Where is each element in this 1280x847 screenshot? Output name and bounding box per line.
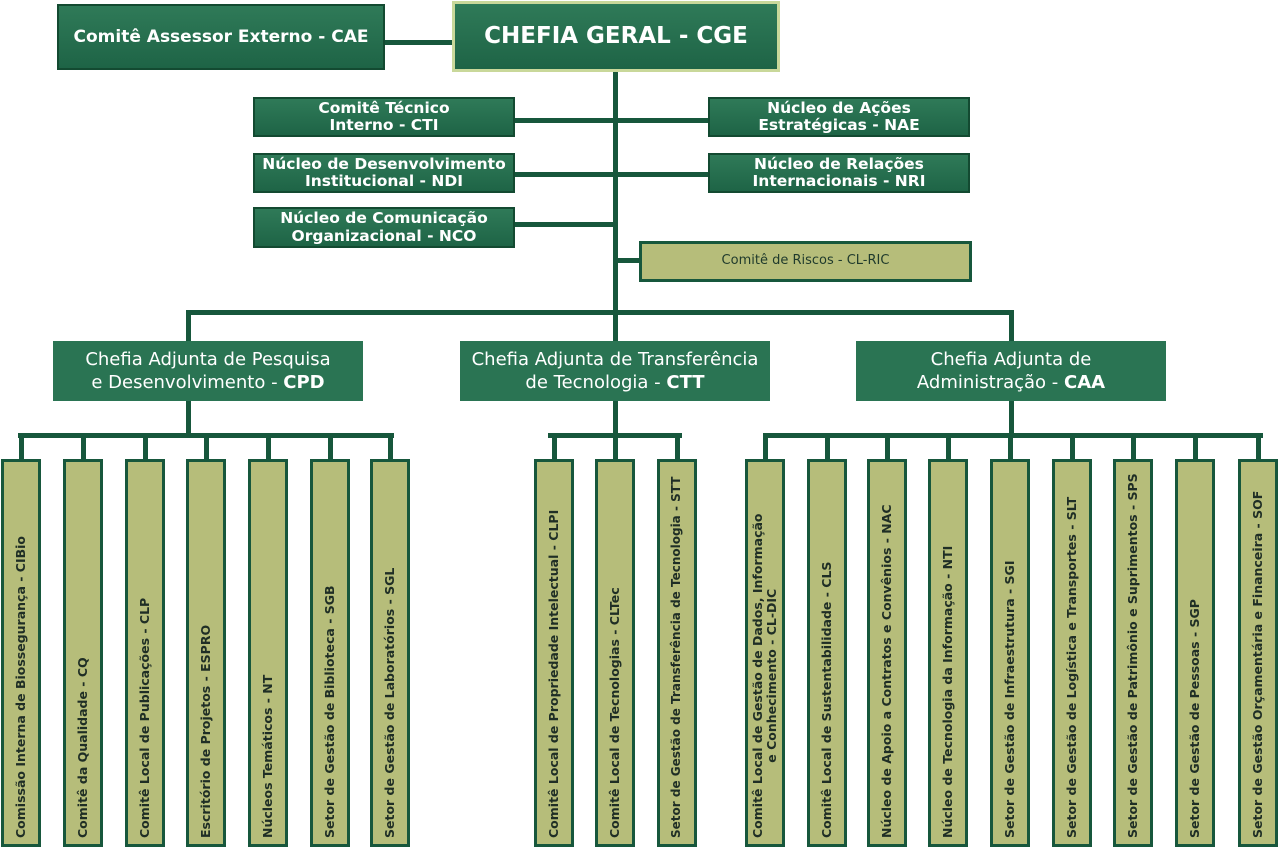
caa-label: Chefia Adjunta de Administração - CAA: [916, 348, 1106, 393]
connector-line: [514, 222, 616, 227]
connector-line: [186, 310, 1014, 315]
connector-line: [613, 70, 618, 315]
unit-box: Comitê Local de Tecnologias - CLTec: [595, 459, 635, 847]
connector-line: [1070, 435, 1075, 463]
unit-box: Comissão Interna de Biossegurança - CIBi…: [1, 459, 41, 847]
connector-line: [1008, 435, 1013, 463]
connector-line: [946, 435, 951, 463]
nae-box: Núcleo de Ações Estratégicas - NAE: [708, 97, 970, 137]
connector-line: [616, 258, 642, 263]
connector-line: [388, 435, 393, 463]
connector-line: [613, 310, 618, 345]
ctt-label: Chefia Adjunta de Transferência de Tecno…: [471, 348, 759, 393]
connector-line: [328, 435, 333, 463]
unit-label: Setor de Gestão de Laboratórios - SGL: [382, 567, 397, 838]
unit-box: Setor de Gestão de Laboratórios - SGL: [370, 459, 410, 847]
connector-line: [885, 435, 890, 463]
unit-label: Setor de Gestão Orçamentária e Financeir…: [1250, 490, 1265, 838]
unit-box: Setor de Gestão Orçamentária e Financeir…: [1238, 459, 1278, 847]
unit-box: Comitê Local de Sustentabilidade - CLS: [807, 459, 847, 847]
unit-label: Núcleo de Apoio a Contratos e Convênios …: [879, 504, 894, 838]
unit-label: Setor de Gestão de Transferência de Tecn…: [669, 476, 683, 838]
nco-box: Núcleo de Comunicação Organizacional - N…: [253, 207, 515, 248]
unit-label: Comitê Local de Tecnologias - CLTec: [607, 587, 622, 838]
unit-box: Setor de Gestão de Biblioteca - SGB: [310, 459, 350, 847]
unit-label: Setor de Gestão de Patrimônio e Suprimen…: [1125, 473, 1140, 838]
connector-line: [1131, 435, 1136, 463]
connector-line: [1009, 310, 1014, 345]
unit-label: Comitê Local de Sustentabilidade - CLS: [819, 561, 834, 838]
unit-label: Comitê Local de Gestão de Dados, Informa…: [749, 513, 779, 838]
connector-line: [613, 400, 618, 436]
unit-label: Setor de Gestão de Logística e Transport…: [1064, 496, 1079, 838]
clric-box: Comitê de Riscos - CL-RIC: [639, 241, 972, 282]
unit-box: Comitê Local de Propriedade Intelectual …: [534, 459, 574, 847]
unit-label: Comitê Local de Publicações - CLP: [137, 597, 152, 838]
unit-box: Setor de Gestão de Infraestrutura - SGI: [990, 459, 1030, 847]
connector-line: [143, 435, 148, 463]
connector-line: [81, 435, 86, 463]
connector-line: [1009, 400, 1014, 436]
unit-box: Setor de Gestão de Transferência de Tecn…: [657, 459, 697, 847]
ctt-box: Chefia Adjunta de Transferência de Tecno…: [460, 341, 770, 401]
unit-box: Setor de Gestão de Patrimônio e Suprimen…: [1113, 459, 1153, 847]
unit-label: Setor de Gestão de Pessoas - SGP: [1187, 599, 1202, 838]
unit-box: Escritório de Projetos - ESPRO: [186, 459, 226, 847]
ndi-box: Núcleo de Desenvolvimento Institucional …: [253, 153, 515, 193]
unit-label: Setor de Gestão de Biblioteca - SGB: [322, 585, 337, 838]
unit-box: Núcleo de Apoio a Contratos e Convênios …: [867, 459, 907, 847]
unit-box: Núcleo de Tecnologia da Informação - NTI: [928, 459, 968, 847]
connector-line: [1256, 435, 1261, 463]
unit-box: Núcleos Temáticos - NT: [248, 459, 288, 847]
connector-line: [552, 435, 557, 463]
connector-line: [763, 433, 1263, 438]
connector-line: [825, 435, 830, 463]
connector-line: [613, 435, 618, 463]
cti-box: Comitê Técnico Interno - CTI: [253, 97, 515, 137]
unit-box: Comitê Local de Publicações - CLP: [125, 459, 165, 847]
connector-line: [383, 40, 455, 45]
connector-line: [204, 435, 209, 463]
connector-line: [19, 435, 24, 463]
connector-line: [763, 435, 768, 463]
unit-label: Comissão Interna de Biossegurança - CIBi…: [13, 535, 28, 838]
connector-line: [514, 118, 710, 123]
connector-line: [1193, 435, 1198, 463]
unit-label: Núcleos Temáticos - NT: [260, 674, 275, 838]
unit-label: Comitê Local de Propriedade Intelectual …: [546, 509, 561, 838]
unit-box: Comitê da Qualidade - CQ: [63, 459, 103, 847]
chefia-geral-box: CHEFIA GERAL - CGE: [452, 1, 780, 72]
cae-box: Comitê Assessor Externo - CAE: [57, 4, 385, 70]
caa-box: Chefia Adjunta de Administração - CAA: [856, 341, 1166, 401]
cpd-label: Chefia Adjunta de Pesquisa e Desenvolvim…: [85, 348, 331, 393]
connector-line: [514, 172, 710, 177]
connector-line: [186, 310, 191, 345]
unit-label: Comitê da Qualidade - CQ: [75, 657, 90, 838]
nri-box: Núcleo de Relações Internacionais - NRI: [708, 153, 970, 193]
connector-line: [186, 400, 191, 436]
unit-box: Comitê Local de Gestão de Dados, Informa…: [745, 459, 785, 847]
unit-label: Núcleo de Tecnologia da Informação - NTI: [940, 545, 955, 838]
unit-label: Setor de Gestão de Infraestrutura - SGI: [1002, 560, 1017, 838]
connector-line: [675, 435, 680, 463]
unit-box: Setor de Gestão de Logística e Transport…: [1052, 459, 1092, 847]
connector-line: [266, 435, 271, 463]
unit-label: Escritório de Projetos - ESPRO: [198, 624, 213, 838]
unit-box: Setor de Gestão de Pessoas - SGP: [1175, 459, 1215, 847]
cpd-box: Chefia Adjunta de Pesquisa e Desenvolvim…: [53, 341, 363, 401]
